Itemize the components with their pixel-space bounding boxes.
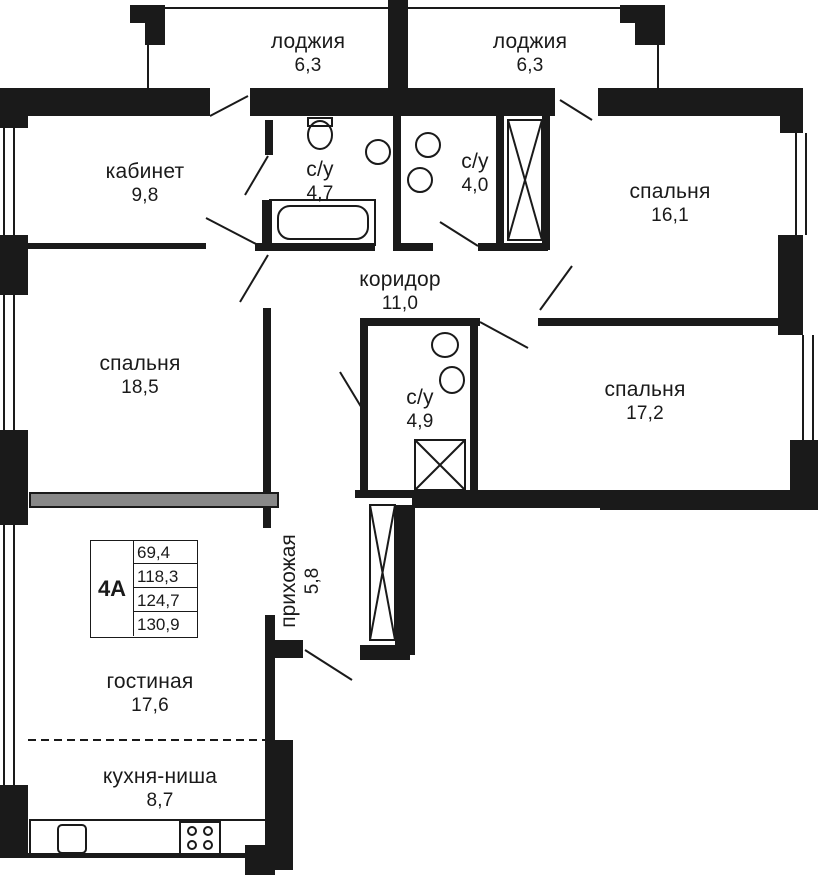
room-name: спальня bbox=[99, 352, 181, 375]
room-area: 11,0 bbox=[381, 293, 419, 314]
room-area: 4,7 bbox=[306, 183, 334, 204]
room-bath-3: с/у 4,9 bbox=[385, 386, 455, 434]
room-name: кухня-ниша bbox=[102, 765, 218, 788]
room-name: гостиная bbox=[106, 670, 194, 693]
room-area: 17,6 bbox=[131, 695, 169, 716]
room-name: спальня bbox=[604, 378, 686, 401]
fixtures bbox=[28, 95, 593, 856]
room-name: спальня bbox=[629, 180, 711, 203]
room-area: 6,3 bbox=[516, 55, 544, 76]
apartment-code: 4А bbox=[91, 541, 134, 636]
room-name: кабинет bbox=[105, 160, 185, 183]
area-full: 130,9 bbox=[137, 615, 180, 634]
bedroom-partition bbox=[29, 492, 279, 508]
room-name: с/у bbox=[461, 150, 489, 173]
thin-walls bbox=[3, 7, 814, 785]
inner-walls bbox=[28, 115, 783, 528]
room-area: 8,7 bbox=[146, 790, 174, 811]
room-name: прихожая bbox=[277, 534, 300, 628]
room-name: лоджия bbox=[270, 30, 346, 53]
room-area: 4,0 bbox=[461, 175, 489, 196]
room-area: 6,3 bbox=[294, 55, 322, 76]
room-bedroom-e: спальня 17,2 bbox=[585, 378, 705, 426]
room-name: с/у bbox=[406, 386, 434, 409]
room-loggia-right: лоджия 6,3 bbox=[470, 30, 590, 78]
room-area: 18,5 bbox=[121, 377, 159, 398]
room-kitchen: кухня-ниша 8,7 bbox=[75, 765, 245, 813]
area-living: 69,4 bbox=[134, 541, 197, 564]
room-area: 17,2 bbox=[626, 403, 664, 424]
room-bedroom-w: спальня 18,5 bbox=[80, 352, 200, 400]
room-name: коридор bbox=[359, 268, 441, 291]
area-with-loggia: 124,7 bbox=[134, 589, 197, 612]
room-name: лоджия bbox=[492, 30, 568, 53]
room-area: 5,8 bbox=[302, 567, 323, 595]
room-corridor: коридор 11,0 bbox=[340, 268, 460, 316]
apartment-summary-table: 4А 69,4 118,3 124,7 130,9 bbox=[90, 540, 198, 638]
room-study: кабинет 9,8 bbox=[85, 160, 205, 208]
room-area: 9,8 bbox=[131, 185, 159, 206]
room-area: 16,1 bbox=[651, 205, 689, 226]
area-total: 118,3 bbox=[134, 565, 197, 588]
room-bedroom-ne: спальня 16,1 bbox=[610, 180, 730, 228]
room-loggia-left: лоджия 6,3 bbox=[248, 30, 368, 78]
room-name: с/у bbox=[306, 158, 334, 181]
room-bath-1: с/у 4,7 bbox=[285, 158, 355, 206]
room-hallway: прихожая 5,8 bbox=[277, 519, 327, 643]
room-bath-2: с/у 4,0 bbox=[440, 150, 510, 198]
room-area: 4,9 bbox=[406, 411, 434, 432]
room-living: гостиная 17,6 bbox=[85, 670, 215, 718]
